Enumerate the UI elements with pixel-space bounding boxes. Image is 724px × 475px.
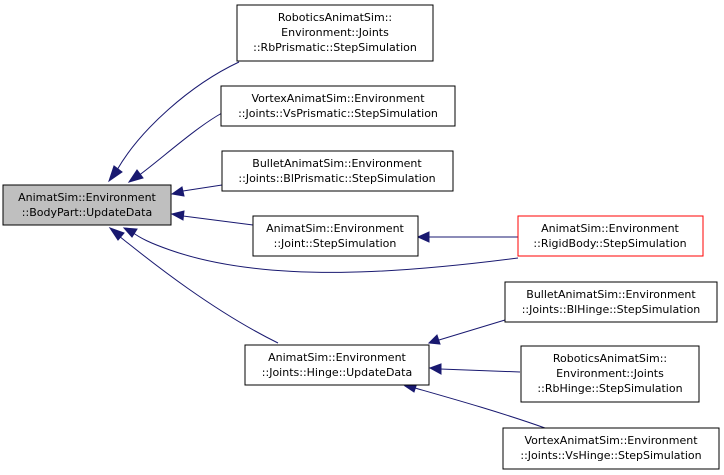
node-label-line: Environment::Joints xyxy=(556,367,664,380)
node-label-line: ::RbPrismatic::StepSimulation xyxy=(253,41,417,54)
arrowhead xyxy=(108,227,125,241)
node-update-data[interactable]: AnimatSim::Environment ::BodyPart::Updat… xyxy=(2,184,172,226)
edge-vortex-prismatic-to-update-data xyxy=(137,112,223,177)
node-label-line: ::Joints::VsPrismatic::StepSimulation xyxy=(238,107,438,120)
node-box xyxy=(502,427,720,470)
node-vortex-prismatic[interactable]: VortexAnimatSim::Environment ::Joints::V… xyxy=(220,85,456,127)
node-bullet-hinge[interactable]: BulletAnimatSim::Environment ::Joints::B… xyxy=(504,281,718,323)
arrowhead xyxy=(427,334,441,345)
node-box xyxy=(252,215,419,257)
edge-joint-step-to-update-data xyxy=(182,215,254,226)
node-vortex-hinge[interactable]: VortexAnimatSim::Environment ::Joints::V… xyxy=(502,427,720,470)
edge-robotics-prismatic-to-update-data xyxy=(116,61,240,171)
arrowhead xyxy=(170,210,185,221)
edge-robotics-hinge-to-hinge-update xyxy=(439,368,521,373)
node-box xyxy=(236,4,434,62)
arrowhead xyxy=(428,363,442,375)
node-label-line: BulletAnimatSim::Environment xyxy=(526,288,696,301)
node-label-line: Environment::Joints xyxy=(281,26,389,39)
node-bullet-prismatic[interactable]: BulletAnimatSim::Environment ::Joints::B… xyxy=(221,150,454,192)
node-box xyxy=(221,150,454,192)
node-robotics-prismatic[interactable]: RoboticsAnimatSim:: Environment::Joints … xyxy=(236,4,434,62)
node-rigidbody-step[interactable]: AnimatSim::Environment ::RigidBody::Step… xyxy=(517,215,704,257)
node-label-line: ::Joint::StepSimulation xyxy=(274,237,397,250)
node-label-line: RoboticsAnimatSim:: xyxy=(278,11,392,24)
node-label-line: AnimatSim::Environment xyxy=(541,222,679,235)
node-label-line: ::RbHinge::StepSimulation xyxy=(537,382,682,395)
edge-bullet-prismatic-to-update-data xyxy=(182,184,223,192)
arrowhead xyxy=(416,231,430,243)
node-label-line: ::Joints::BlPrismatic::StepSimulation xyxy=(238,172,435,185)
edge-vortex-hinge-to-hinge-update xyxy=(414,387,546,429)
node-box xyxy=(504,281,718,323)
node-label-line: ::RigidBody::StepSimulation xyxy=(533,237,686,250)
arrowhead xyxy=(127,169,144,183)
node-box xyxy=(517,215,704,257)
node-label-line: RoboticsAnimatSim:: xyxy=(553,352,667,365)
node-label-line: AnimatSim::Environment xyxy=(266,222,404,235)
node-robotics-hinge[interactable]: RoboticsAnimatSim:: Environment::Joints … xyxy=(520,345,700,403)
node-label-line: AnimatSim::Environment xyxy=(18,191,156,204)
node-label-line: ::BodyPart::UpdateData xyxy=(22,206,152,219)
node-hinge-update[interactable]: AnimatSim::Environment ::Joints::Hinge::… xyxy=(244,344,430,386)
edge-hinge-update-to-update-data xyxy=(118,235,279,344)
edges xyxy=(108,61,546,429)
node-box xyxy=(220,85,456,127)
node-label-line: AnimatSim::Environment xyxy=(268,351,406,364)
arrowhead xyxy=(122,227,138,238)
node-label-line: ::Joints::Hinge::UpdateData xyxy=(262,366,412,379)
node-label-line: BulletAnimatSim::Environment xyxy=(252,157,422,170)
arrowhead xyxy=(170,186,185,197)
node-box xyxy=(244,344,430,386)
node-joint-step[interactable]: AnimatSim::Environment ::Joint::StepSimu… xyxy=(252,215,419,257)
node-label-line: ::Joints::VsHinge::StepSimulation xyxy=(520,449,701,462)
edge-rigidbody-to-update-data xyxy=(131,231,519,273)
node-label-line: VortexAnimatSim::Environment xyxy=(251,92,425,105)
node-box xyxy=(520,345,700,403)
arrowhead xyxy=(108,165,123,183)
node-label-line: ::Joints::BlHinge::StepSimulation xyxy=(522,303,701,316)
node-box xyxy=(2,184,172,226)
node-label-line: VortexAnimatSim::Environment xyxy=(524,434,698,447)
edge-bullet-hinge-to-hinge-update xyxy=(438,319,506,341)
